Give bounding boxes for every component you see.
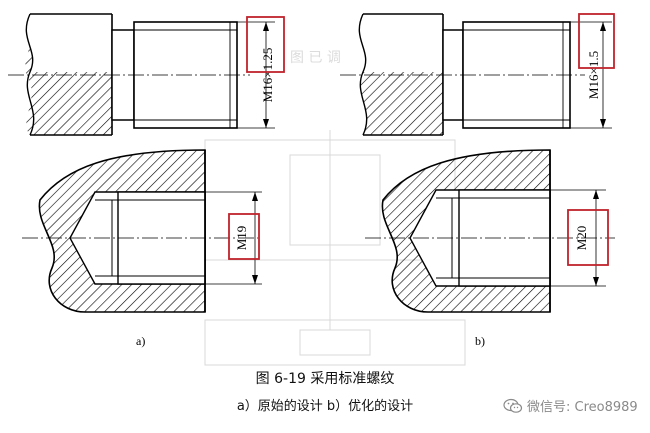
bolt-a-highlight-box	[246, 16, 285, 73]
bolt-b-dimension-label: M16×1.5	[586, 51, 601, 99]
bolt-a-shaft-break-cover	[26, 14, 112, 72]
faint-background-drawing: 图 已 调	[204, 50, 466, 366]
hole-b-dimension-label: M20	[574, 226, 589, 251]
panel-a-hole-part	[22, 149, 262, 313]
watermark: 微信号: Creo8989	[503, 396, 638, 415]
wechat-icon	[503, 398, 523, 413]
svg-text:图 已 调: 图 已 调	[290, 50, 341, 66]
panel-a-label: a)	[136, 334, 145, 348]
panel-b-label: b)	[475, 334, 485, 348]
hole-a-highlight-box	[228, 213, 260, 260]
bolt-a-dimension-label: M16×1.25	[260, 48, 275, 103]
bolt-b-highlight-box	[578, 13, 615, 69]
figure-caption-title: 图 6-19 采用标准螺纹	[255, 371, 395, 387]
watermark-text: 微信号: Creo8989	[527, 400, 638, 415]
panel-a-bolt	[8, 13, 275, 136]
panel-b-hole-part	[365, 149, 615, 313]
panel-b-bolt	[340, 13, 612, 136]
figure-caption-subtitle: a）原始的设计 b）优化的设计	[236, 399, 414, 414]
hole-b-highlight-box	[567, 209, 609, 266]
hole-a-dimension-label: M19	[234, 226, 249, 251]
